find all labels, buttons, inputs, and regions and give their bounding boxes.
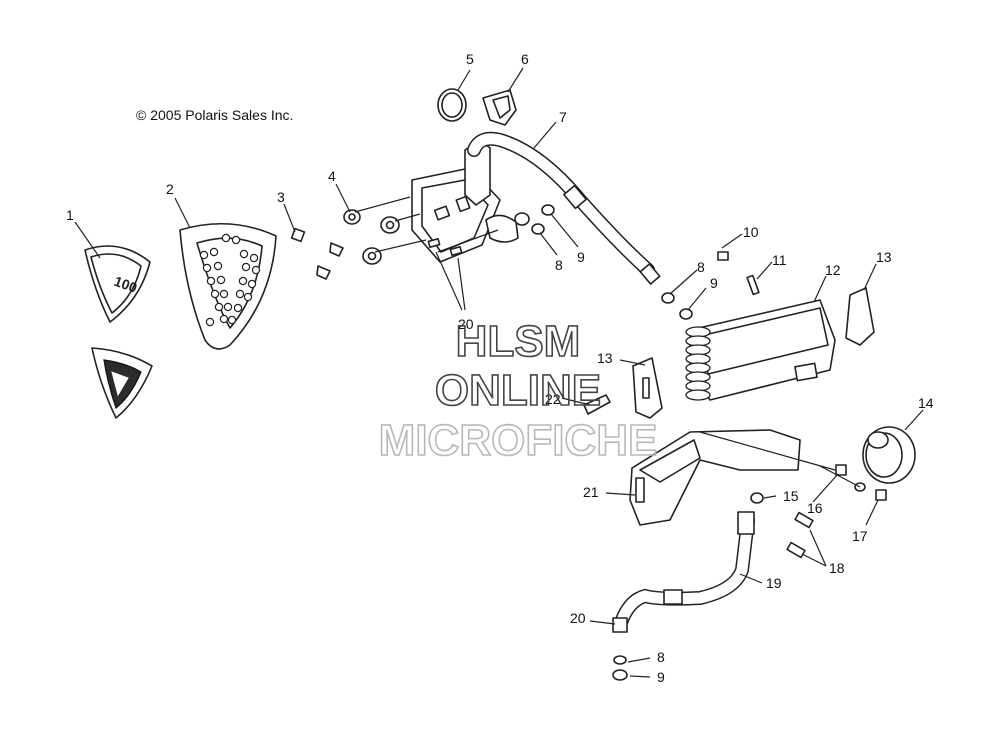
watermark: HLSM ONLINE MICROFICHE bbox=[378, 316, 658, 466]
callout-9-middle: 9 bbox=[710, 275, 718, 291]
watermark-line-1: HLSM bbox=[456, 317, 581, 366]
copyright-notice: © 2005 Polaris Sales Inc. bbox=[136, 107, 294, 123]
part-20-screws-upper bbox=[427, 238, 463, 256]
washers-lower bbox=[612, 655, 628, 681]
callout-15: 15 bbox=[783, 488, 799, 504]
callout-18: 18 bbox=[829, 560, 845, 576]
callout-8-middle: 8 bbox=[697, 259, 705, 275]
callout-9-upper: 9 bbox=[577, 249, 585, 265]
callout-8-lower: 8 bbox=[657, 649, 665, 665]
callout-14: 14 bbox=[918, 395, 934, 411]
part-3-clip bbox=[290, 227, 306, 243]
badge-label: 100 bbox=[112, 273, 140, 296]
watermark-line-3: MICROFICHE bbox=[379, 416, 658, 465]
callout-8-upper: 8 bbox=[555, 257, 563, 273]
part-14-horn bbox=[862, 426, 916, 484]
callout-1: 1 bbox=[66, 207, 74, 223]
grille-holes bbox=[199, 233, 261, 327]
part-2-grille bbox=[179, 223, 277, 350]
callout-10: 10 bbox=[743, 224, 759, 240]
part-1-decal bbox=[91, 347, 153, 419]
callout-5: 5 bbox=[466, 51, 474, 67]
callout-17: 17 bbox=[852, 528, 868, 544]
callout-2: 2 bbox=[166, 181, 174, 197]
part-4-grommets bbox=[343, 209, 400, 265]
callout-9-lower: 9 bbox=[657, 669, 665, 685]
part-13-mount-middle bbox=[632, 357, 663, 419]
part-7-hose bbox=[467, 131, 661, 285]
part-5-hose-clamp bbox=[437, 88, 467, 122]
reservoir-bracket bbox=[411, 139, 501, 263]
part-18-bolts bbox=[786, 511, 814, 559]
callout-4: 4 bbox=[328, 168, 336, 184]
callout-13-right: 13 bbox=[876, 249, 892, 265]
washers-upper bbox=[531, 204, 693, 320]
callout-16: 16 bbox=[807, 500, 823, 516]
part-6-fitting bbox=[482, 89, 517, 126]
part-21-bracket bbox=[629, 429, 801, 526]
callout-20-lower: 20 bbox=[570, 610, 586, 626]
elbow-fitting bbox=[485, 212, 530, 243]
callout-3: 3 bbox=[277, 189, 285, 205]
callout-7: 7 bbox=[559, 109, 567, 125]
callout-labels: 1 2 3 4 5 6 7 8 9 20 10 8 9 11 12 13 13 … bbox=[66, 51, 934, 685]
part-19-lower-hose bbox=[612, 511, 755, 633]
part-10-nut bbox=[717, 251, 729, 261]
callout-12: 12 bbox=[825, 262, 841, 278]
part-22-clip bbox=[583, 394, 611, 415]
part-1-badge: 100 bbox=[84, 245, 151, 323]
callout-20-upper: 20 bbox=[458, 316, 474, 332]
callout-22: 22 bbox=[545, 391, 561, 407]
cooler-fins bbox=[685, 326, 711, 401]
callout-6: 6 bbox=[521, 51, 529, 67]
callout-19: 19 bbox=[766, 575, 782, 591]
callout-13-middle: 13 bbox=[597, 350, 613, 366]
part-13-mount-right bbox=[845, 287, 875, 346]
callout-21: 21 bbox=[583, 484, 599, 500]
leader-lines bbox=[74, 67, 924, 678]
watermark-line-2: ONLINE bbox=[435, 366, 601, 415]
callout-11: 11 bbox=[772, 252, 787, 268]
part-11-bolt bbox=[746, 274, 760, 296]
retainer-clips bbox=[316, 242, 344, 280]
part-12-oil-cooler bbox=[685, 299, 836, 401]
